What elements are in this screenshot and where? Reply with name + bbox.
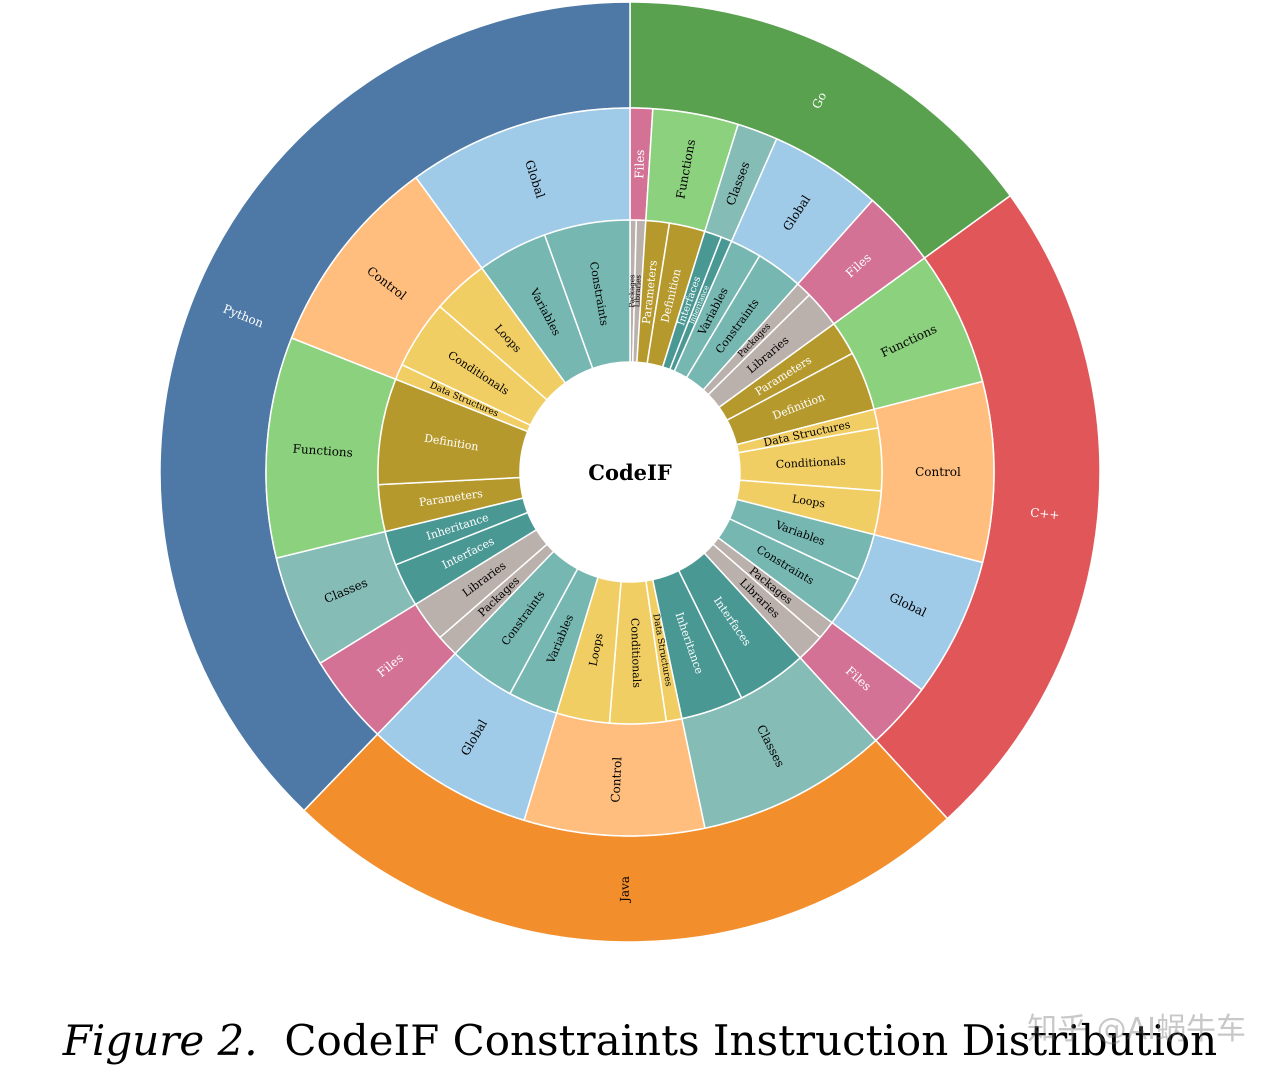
sunburst-chart: GoFilesPackagesLibrariesFunctionsParamet… [159, 1, 1101, 943]
figure-caption: Figure 2. CodeIF Constraints Instruction… [0, 1016, 1280, 1065]
sunburst-segment-control [873, 380, 995, 564]
chart-center-title: CodeIF [588, 460, 672, 485]
figure-label: Figure 2. [62, 1016, 258, 1065]
sunburst-segment-constraints [543, 219, 631, 370]
figure-caption-text: CodeIF Constraints Instruction Distribut… [284, 1016, 1218, 1065]
watermark: 知乎 @AI蜗牛车 [1027, 1012, 1246, 1047]
